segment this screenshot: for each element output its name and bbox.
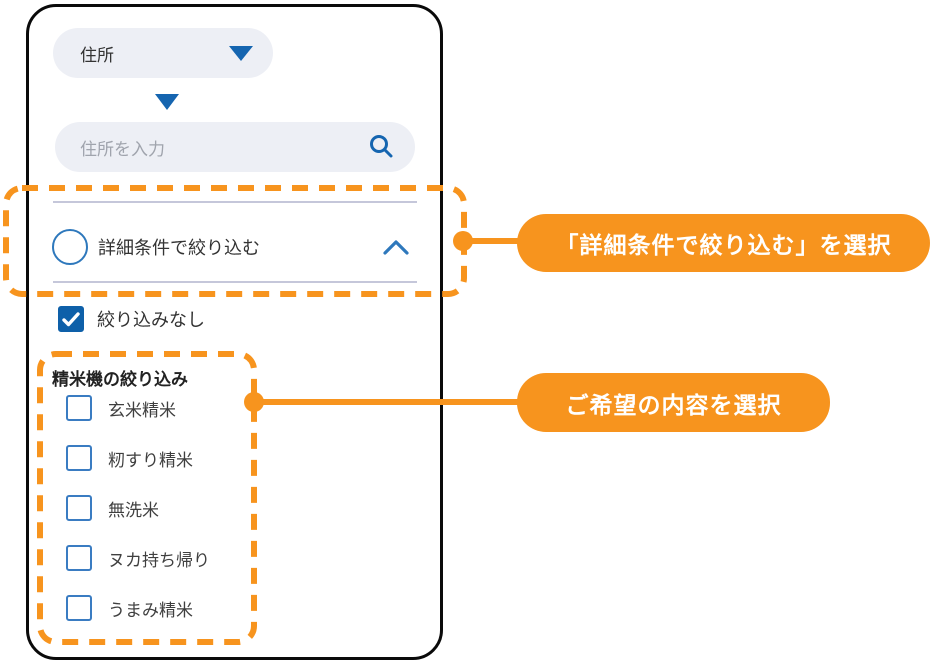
option-row-momisuri[interactable]: 籾すり精米	[66, 445, 193, 471]
annotation-connector-dot-1	[453, 231, 473, 251]
option-label: 籾すり精米	[108, 450, 193, 470]
option-label: 無洗米	[108, 500, 159, 520]
detail-filter-toggle[interactable]: 詳細条件で絞り込む	[52, 229, 422, 265]
checkbox-checked[interactable]	[58, 306, 84, 332]
callout-select-detail-filter: 「詳細条件で絞り込む」を選択	[517, 214, 930, 272]
option-row-umami[interactable]: うまみ精米	[66, 595, 193, 621]
callout-select-desired-content: ご希望の内容を選択	[517, 373, 830, 432]
no-filter-checkbox-row[interactable]: 絞り込みなし	[58, 306, 205, 332]
option-row-nuka[interactable]: ヌカ持ち帰り	[66, 545, 210, 571]
address-dropdown-label: 住所	[80, 45, 114, 65]
address-dropdown[interactable]: 住所	[53, 28, 273, 78]
divider	[53, 201, 417, 203]
address-search-field[interactable]: 住所を入力	[55, 122, 415, 172]
option-label: 玄米精米	[108, 400, 176, 420]
filter-section-title: 精米機の絞り込み	[52, 370, 188, 389]
detail-filter-label: 詳細条件で絞り込む	[98, 238, 260, 258]
divider	[53, 281, 417, 283]
dropdown-caret-icon	[229, 45, 253, 61]
option-label: ヌカ持ち帰り	[108, 550, 210, 570]
checkbox-unchecked[interactable]	[66, 395, 92, 421]
filter-panel: 住所 住所を入力 詳細条件で絞り込む	[26, 4, 443, 660]
checkbox-unchecked[interactable]	[66, 595, 92, 621]
checkbox-unchecked[interactable]	[66, 495, 92, 521]
option-row-genmai[interactable]: 玄米精米	[66, 395, 176, 421]
checkbox-unchecked[interactable]	[66, 445, 92, 471]
option-label: うまみ精米	[108, 600, 193, 620]
search-placeholder: 住所を入力	[80, 139, 165, 159]
radio-button[interactable]	[52, 229, 88, 265]
search-icon[interactable]	[367, 133, 395, 161]
chevron-up-icon[interactable]	[382, 239, 410, 256]
checkbox-unchecked[interactable]	[66, 545, 92, 571]
checkmark-icon	[62, 311, 80, 326]
option-row-musenmai[interactable]: 無洗米	[66, 495, 159, 521]
no-filter-label: 絞り込みなし	[97, 310, 205, 330]
flow-arrow-icon	[155, 94, 179, 110]
